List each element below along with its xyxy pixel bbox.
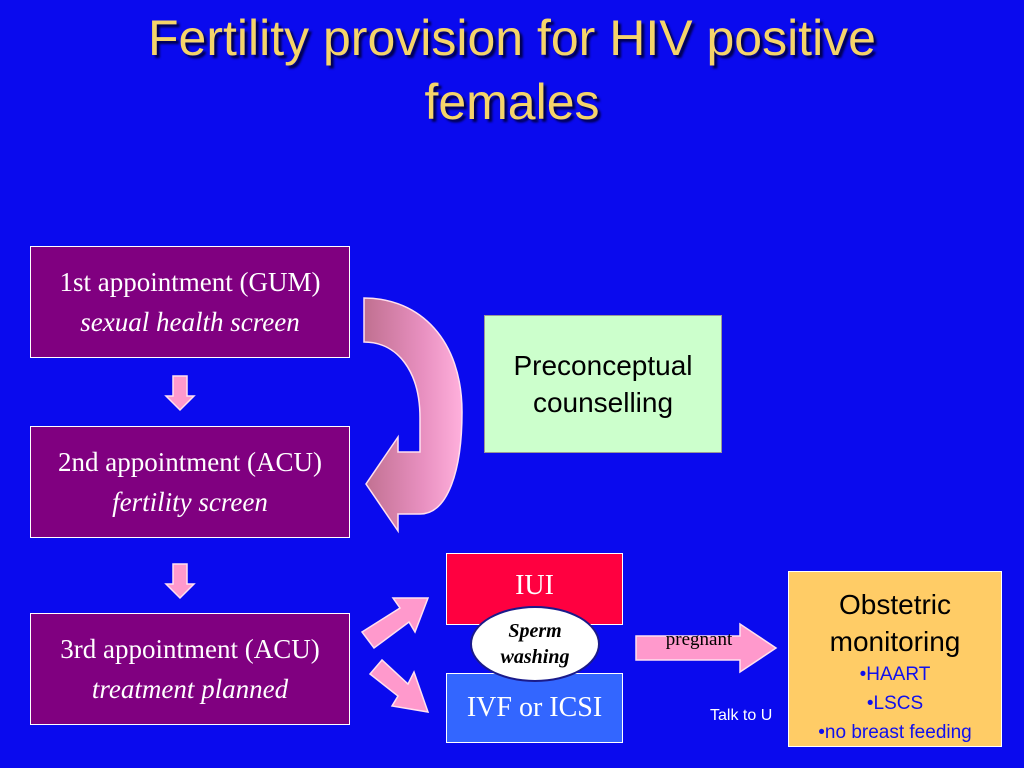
appointment-2-detail: fertility screen — [112, 487, 268, 517]
appointment-3-title: 3rd appointment (ACU) — [60, 634, 320, 664]
sperm-washing-line-1: Sperm — [508, 620, 562, 642]
iui-label: IUI — [515, 570, 554, 601]
obstetric-item-no-breast-feeding: •no breast feeding — [818, 722, 972, 743]
appointment-1-detail: sexual health screen — [80, 307, 300, 337]
obstetric-item-lscs: •LSCS — [866, 693, 924, 714]
obstetric-line-2: monitoring — [829, 626, 961, 657]
arrow-to-ivf — [368, 658, 430, 713]
sperm-washing-ellipse: Sperm washing — [470, 606, 600, 682]
sperm-washing-line-2: washing — [500, 646, 570, 668]
iui-box: IUI — [446, 553, 623, 625]
preconceptual-line-1: Preconceptual — [513, 350, 693, 381]
preconceptual-line-2: counselling — [532, 387, 674, 418]
title-line-1: Fertility provision for HIV positive — [147, 10, 876, 66]
slide-title: Fertility provision for HIV positive fem… — [0, 6, 1024, 134]
obstetric-item-haart: •HAART — [859, 664, 931, 685]
appointment-3-box: 3rd appointment (ACU) treatment planned — [30, 613, 350, 725]
ivf-label: IVF or ICSI — [466, 692, 603, 723]
preconceptual-box: Preconceptual counselling — [484, 315, 722, 453]
appointment-3-detail: treatment planned — [91, 674, 289, 704]
curved-arrow — [363, 297, 463, 534]
obstetric-line-1: Obstetric — [838, 589, 952, 620]
ivf-box: IVF or ICSI — [446, 673, 623, 743]
footer-text: Talk to U — [710, 707, 773, 724]
obstetric-box: Obstetric monitoring •HAART •LSCS •no br… — [788, 571, 1002, 747]
appointment-1-title: 1st appointment (GUM) — [59, 267, 321, 297]
pregnant-label: pregnant — [665, 629, 733, 650]
appointment-1-box: 1st appointment (GUM) sexual health scre… — [30, 246, 350, 358]
pregnant-arrow — [635, 622, 778, 674]
title-line-2: females — [424, 74, 600, 130]
appointment-2-box: 2nd appointment (ACU) fertility screen — [30, 426, 350, 538]
down-arrow-1 — [164, 375, 196, 412]
arrow-to-iui — [360, 597, 430, 650]
appointment-2-title: 2nd appointment (ACU) — [58, 447, 322, 477]
down-arrow-2 — [164, 563, 196, 600]
